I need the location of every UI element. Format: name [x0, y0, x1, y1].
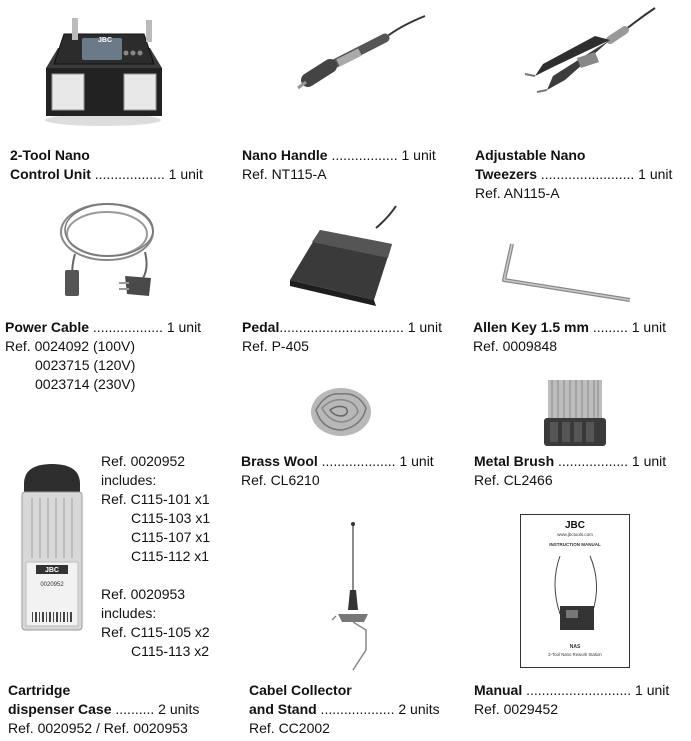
- cartridge-set1-includes: includes:: [101, 472, 157, 488]
- cartridge-set2-ref: Ref. 0020953: [101, 586, 186, 602]
- item-nano-handle: Nano Handle ................. 1 unit Ref…: [242, 146, 462, 184]
- item-qty: 1 unit: [403, 319, 442, 335]
- item-dots: .........: [588, 319, 628, 335]
- manual-cover-url: www.jbctools.com: [557, 532, 593, 537]
- item-qty: 1 unit: [628, 453, 667, 469]
- item-dots: ................................: [279, 319, 404, 335]
- item-name-line1: Brass Wool: [241, 453, 318, 469]
- item-name-line1: Nano Handle: [242, 147, 328, 163]
- item-ref: Ref. CL2466: [474, 472, 553, 488]
- item-ref: Ref. 0020952 / Ref. 0020953: [8, 720, 188, 736]
- item-ref-3: 0023714 (230V): [35, 376, 136, 392]
- item-power-cable: Power Cable .................. 1 unit Re…: [5, 318, 235, 394]
- item-dots: ........................: [537, 166, 635, 182]
- cartridge-set2-item: C115-113 x2: [131, 643, 210, 659]
- item-dots: ..................: [89, 319, 163, 335]
- item-name-line2: Tweezers: [475, 166, 537, 182]
- item-dots: .................: [327, 147, 398, 163]
- tweezers-image: [515, 6, 660, 106]
- cable-collector-image: [328, 520, 378, 675]
- nano-handle-image: [290, 12, 430, 102]
- item-name-line2: dispenser Case: [8, 701, 112, 717]
- item-control-unit: 2-Tool Nano Control Unit ...............…: [10, 146, 230, 184]
- manual-image: JBC www.jbctools.com INSTRUCTION MANUAL …: [520, 514, 630, 668]
- item-qty: 1 unit: [627, 319, 666, 335]
- item-dots: ..................: [90, 166, 165, 182]
- item-cartridge-case: Cartridge dispenser Case .......... 2 un…: [8, 681, 238, 738]
- item-name-line1: Pedal: [242, 319, 280, 335]
- item-dots: ..........: [111, 701, 155, 717]
- allen-key-image: [498, 240, 638, 306]
- item-qty: 1 unit: [395, 453, 434, 469]
- item-ref: Ref. AN115-A: [475, 185, 560, 201]
- item-qty: 1 unit: [631, 682, 670, 698]
- item-tweezers: Adjustable Nano Tweezers ...............…: [475, 146, 690, 203]
- item-metal-brush: Metal Brush .................. 1 unit Re…: [474, 452, 689, 490]
- item-name-line1: Cabel Collector: [249, 682, 352, 698]
- cartridge-set2-item: Ref. C115-105 x2: [101, 624, 210, 640]
- manual-cover-title: INSTRUCTION MANUAL: [549, 542, 601, 547]
- item-name-line1: 2-Tool Nano: [10, 147, 90, 163]
- cartridge-case-image: JBC 0020952: [18, 462, 86, 632]
- item-qty: 1 unit: [162, 319, 202, 335]
- item-dots: ...........................: [522, 682, 632, 698]
- manual-cover-sub: 2-Tool Nano Rework Station: [548, 652, 602, 657]
- metal-brush-image: [540, 374, 610, 450]
- item-dots: ..................: [554, 453, 629, 469]
- item-qty: 1 unit: [164, 166, 203, 182]
- item-ref: Ref. 0024092 (100V): [5, 338, 135, 354]
- cartridge-refs: Ref. 0020952 includes: Ref. C115-101 x1 …: [101, 452, 241, 661]
- item-ref: Ref. 0029452: [474, 701, 559, 717]
- item-name-line1: Manual: [474, 682, 523, 698]
- cartridge-set2-includes: includes:: [101, 605, 157, 621]
- item-qty: 1 unit: [634, 166, 673, 182]
- item-ref: Ref. NT115-A: [242, 166, 327, 182]
- control-unit-image: JBC: [38, 8, 168, 128]
- item-cable-collector: Cabel Collector and Stand ..............…: [249, 681, 464, 738]
- pedal-image: [284, 204, 404, 308]
- case-code: 0020952: [40, 582, 64, 588]
- item-ref: Ref. CL6210: [241, 472, 320, 488]
- item-qty: 2 units: [394, 701, 440, 717]
- item-dots: ...................: [317, 453, 396, 469]
- manual-cover-model: NAS: [570, 644, 581, 650]
- item-ref-2: 0023715 (120V): [35, 357, 136, 373]
- control-unit-brand: JBC: [98, 37, 112, 44]
- item-name-line1: Adjustable Nano: [475, 147, 586, 163]
- case-brand: JBC: [45, 567, 59, 574]
- item-manual: Manual ........................... 1 uni…: [474, 681, 689, 719]
- item-name-line1: Allen Key 1.5 mm: [473, 319, 589, 335]
- item-name-line1: Metal Brush: [474, 453, 555, 469]
- item-qty: 2 units: [154, 701, 200, 717]
- brass-wool-image: [306, 380, 376, 440]
- item-qty: 1 unit: [397, 147, 436, 163]
- item-ref: Ref. CC2002: [249, 720, 330, 736]
- item-ref: Ref. 0009848: [473, 338, 558, 354]
- power-cable-image: [55, 198, 165, 306]
- cartridge-set1-item: C115-112 x1: [131, 548, 210, 564]
- cartridge-set1-ref: Ref. 0020952: [101, 453, 186, 469]
- item-name-line2: and Stand: [249, 701, 317, 717]
- item-brass-wool: Brass Wool ................... 1 unit Re…: [241, 452, 463, 490]
- cartridge-set1-item: C115-107 x1: [131, 529, 211, 545]
- cartridge-set1-item: C115-103 x1: [131, 510, 211, 526]
- item-allen-key: Allen Key 1.5 mm ......... 1 unit Ref. 0…: [473, 318, 688, 356]
- item-dots: ...................: [316, 701, 395, 717]
- item-ref: Ref. P-405: [242, 338, 309, 354]
- manual-cover-brand: JBC: [565, 520, 585, 531]
- item-name-line1: Power Cable: [5, 319, 90, 335]
- cartridge-set1-item: Ref. C115-101 x1: [101, 491, 210, 507]
- item-name-line2: Control Unit: [10, 166, 91, 182]
- item-name-line1: Cartridge: [8, 682, 71, 698]
- item-pedal: Pedal................................ 1 …: [242, 318, 462, 356]
